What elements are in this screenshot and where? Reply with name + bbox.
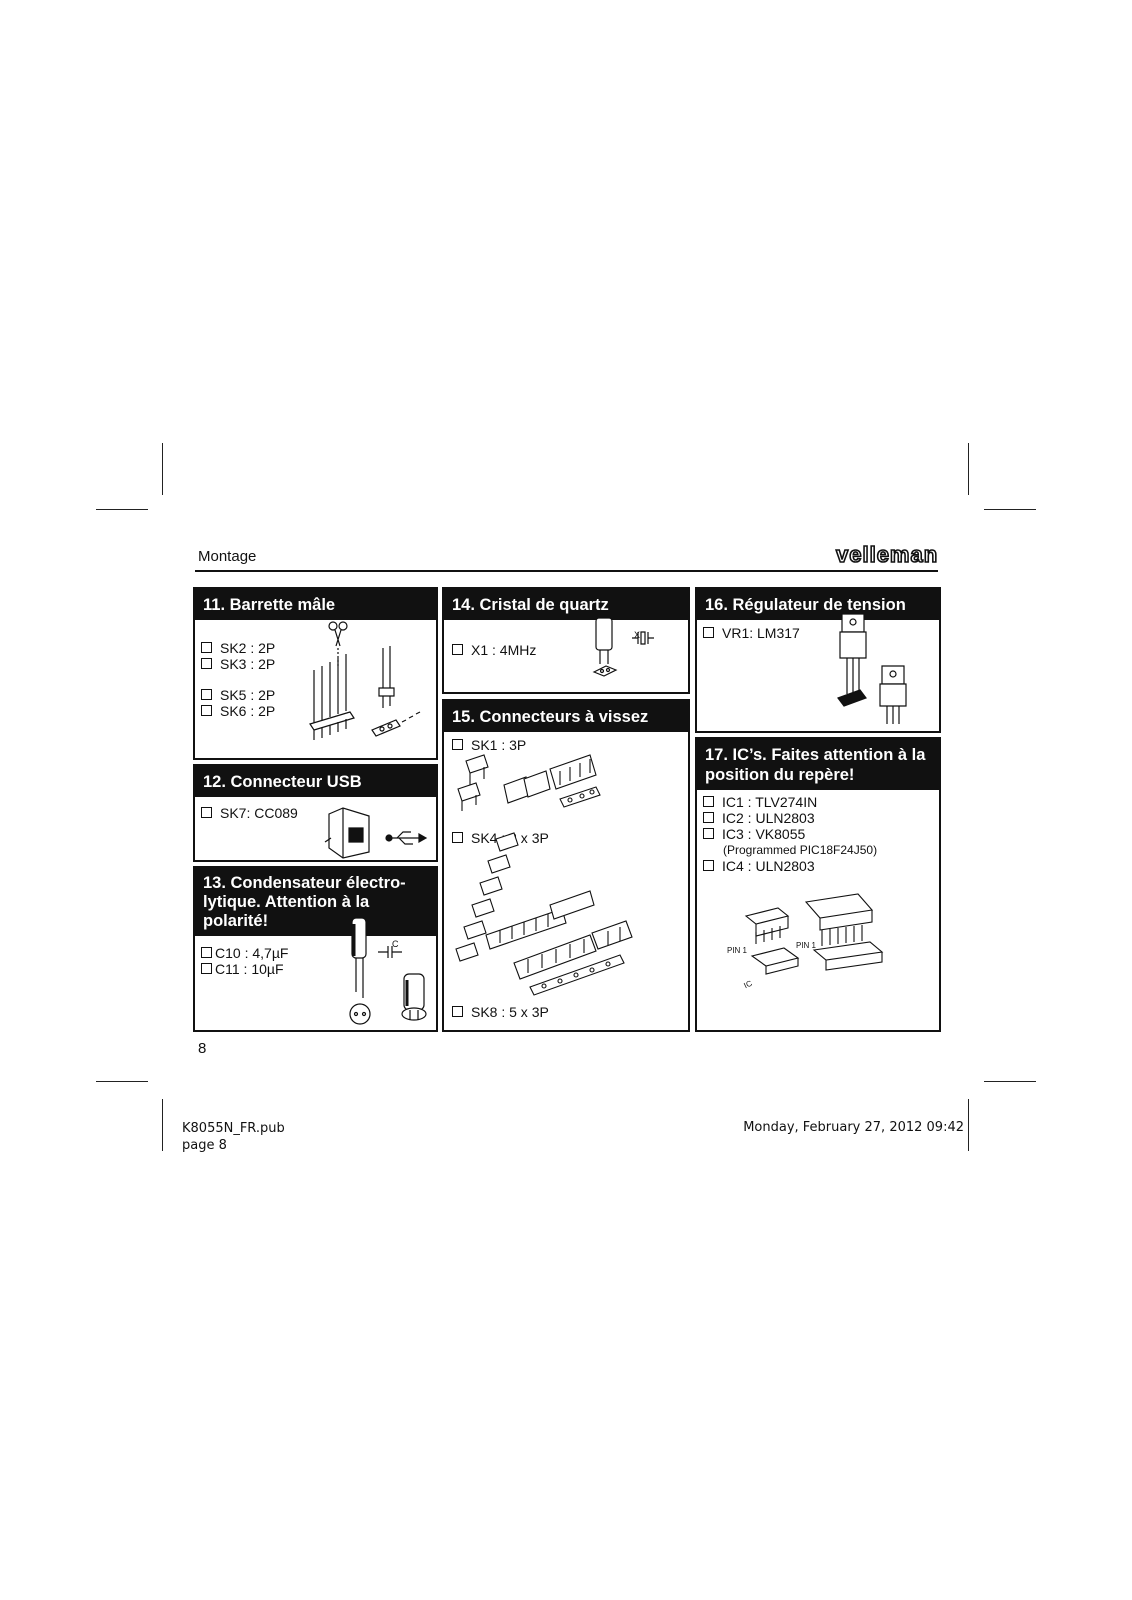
section-15-items-c: SK8 : 5 x 3P	[452, 1004, 549, 1020]
checkbox-icon	[703, 812, 714, 823]
list-item: IC1 : TLV274IN	[703, 794, 877, 810]
section-17-title-line2: position du repère!	[705, 766, 855, 784]
section-11-items: SK2 : 2P SK3 : 2P SK5 : 2P SK6 : 2P	[201, 640, 275, 719]
checkbox-icon	[452, 739, 463, 750]
section-13-title-line2: lytique. Attention à la polarité!	[203, 893, 370, 930]
section-13-title-line1: 13. Condensateur électro-	[203, 874, 406, 892]
crop-mark	[96, 1081, 148, 1082]
crop-mark	[96, 509, 148, 510]
section-15-box: 15. Connecteurs à vissez	[442, 699, 690, 1032]
ic-socket-illustration	[722, 900, 897, 1005]
section-14-box: 14. Cristal de quartz	[442, 587, 690, 694]
list-item: C10 : 4,7µF	[201, 945, 288, 961]
footer-filename: K8055N_FR.pub	[182, 1121, 285, 1136]
list-item: SK3 : 2P	[201, 656, 275, 672]
section-17-box: 17. IC’s. Faites attention à la position…	[695, 737, 941, 1032]
section-13-items: C10 : 4,7µF C11 : 10µF	[201, 945, 288, 977]
footer-date: Monday, February 27, 2012 09:42	[743, 1120, 964, 1135]
crystal-symbol-label: X	[634, 630, 641, 640]
crop-mark	[162, 443, 163, 495]
checkbox-icon	[452, 1006, 463, 1017]
section-16-items: VR1: LM317	[703, 625, 800, 641]
pin-1-label: PIN 1	[727, 946, 748, 955]
header-rule	[195, 570, 938, 572]
section-13-box: 13. Condensateur électro- lytique. Atten…	[193, 866, 438, 1032]
list-item: SK5 : 2P	[201, 687, 275, 703]
crop-mark	[968, 1099, 969, 1151]
checkbox-icon	[201, 658, 212, 669]
footer-page: page 8	[182, 1138, 227, 1153]
section-16-title: 16. Régulateur de tension	[697, 589, 939, 620]
section-11-box: 11. Barrette mâle	[193, 587, 438, 760]
checkbox-icon	[703, 796, 714, 807]
pin-1-label-b: PIN 1	[796, 941, 817, 950]
usb-connector-illustration	[325, 808, 435, 860]
section-17-items: IC1 : TLV274IN IC2 : ULN2803 IC3 : VK805…	[703, 794, 877, 874]
checkbox-icon	[201, 705, 212, 716]
section-13-title: 13. Condensateur électro- lytique. Atten…	[195, 868, 436, 936]
checkbox-icon	[703, 860, 714, 871]
checkbox-icon	[452, 832, 463, 843]
list-item: VR1: LM317	[703, 625, 800, 641]
page-number: 8	[198, 1040, 207, 1057]
screw-connector-illustration	[450, 755, 685, 1000]
section-12-items: SK7: CC089	[201, 805, 298, 821]
checkbox-icon	[201, 807, 212, 818]
list-item: IC3 : VK8055	[703, 826, 877, 842]
section-15-items-a: SK1 : 3P	[452, 737, 526, 753]
page-section-title: Montage	[198, 548, 257, 565]
list-item: IC2 : ULN2803	[703, 810, 877, 826]
checkbox-icon	[201, 642, 212, 653]
section-16-box: 16. Régulateur de tension	[695, 587, 941, 733]
list-item: SK1 : 3P	[452, 737, 526, 753]
crop-mark	[984, 1081, 1036, 1082]
list-item: SK6 : 2P	[201, 703, 275, 719]
section-17-title: 17. IC’s. Faites attention à la position…	[697, 739, 939, 790]
footer-file-info: K8055N_FR.pub page 8	[182, 1120, 285, 1154]
crystal-illustration	[590, 618, 660, 690]
checkbox-icon	[201, 947, 212, 958]
list-item: C11 : 10µF	[201, 961, 288, 977]
checkbox-icon	[201, 689, 212, 700]
section-11-title: 11. Barrette mâle	[195, 589, 436, 620]
list-item: IC4 : ULN2803	[703, 858, 877, 874]
list-item: X1 : 4MHz	[452, 642, 536, 658]
crop-mark	[984, 509, 1036, 510]
section-15-title: 15. Connecteurs à vissez	[444, 701, 688, 732]
list-item: SK2 : 2P	[201, 640, 275, 656]
capacitor-symbol-label: C	[392, 939, 399, 949]
section-12-box: 12. Connecteur USB	[193, 764, 438, 862]
section-14-items: X1 : 4MHz	[452, 642, 536, 658]
crop-mark	[968, 443, 969, 495]
voltage-regulator-illustration	[838, 612, 938, 728]
crop-mark	[162, 1099, 163, 1151]
section-12-title: 12. Connecteur USB	[195, 766, 436, 797]
list-item: SK8 : 5 x 3P	[452, 1004, 549, 1020]
checkbox-icon	[201, 963, 212, 974]
checkbox-icon	[703, 627, 714, 638]
section-17-title-line1: 17. IC’s. Faites attention à la	[705, 746, 926, 764]
capacitor-illustration	[340, 918, 436, 1028]
checkbox-icon	[452, 644, 463, 655]
checkbox-icon	[703, 828, 714, 839]
note-text: (Programmed PIC18F24J50)	[723, 843, 878, 857]
list-item: SK7: CC089	[201, 805, 298, 821]
pin-header-illustration	[300, 618, 430, 753]
velleman-logo: velleman	[835, 541, 939, 568]
section-14-title: 14. Cristal de quartz	[444, 589, 688, 620]
